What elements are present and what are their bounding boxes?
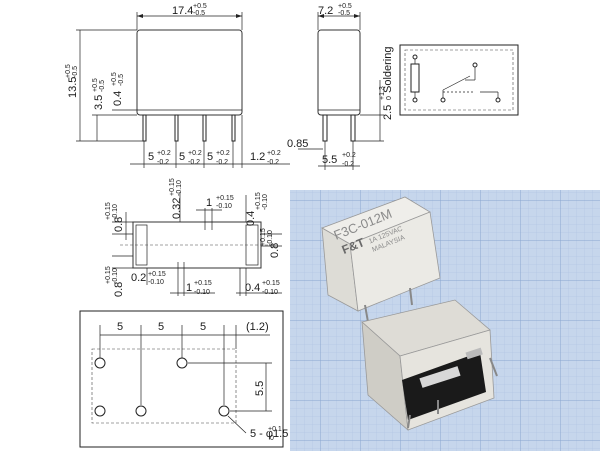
solder-tol-plus: +1.3 [379, 86, 386, 100]
pin-span-tol-plus: +0.2 [342, 152, 356, 159]
side-width-tol-plus: +0.5 [338, 3, 352, 10]
bottom-bottom-width: 1 [186, 282, 192, 294]
side-view: 7.2 +0.5 -0.5 0.85 5.5 +0.2 -0.2 2.5 +1.… [287, 3, 394, 170]
pin [202, 114, 207, 142]
bottom-left-top-tol-plus: +0.15 [105, 202, 112, 220]
schematic [399, 44, 519, 116]
front-standoff-tol-plus: +0.5 [111, 72, 118, 86]
bottom-left-top: 0.8 [113, 217, 125, 232]
side-width-tol-minus: -0.5 [338, 10, 350, 17]
bottom-bottom-width-tol-minus: -0.10 [194, 289, 210, 296]
pcb-hole [218, 405, 230, 417]
pin [322, 114, 328, 142]
contact-no [495, 97, 501, 103]
pcb-hole-spec: 5 - φ1.5 [250, 428, 288, 440]
pcb-edge: (1.2) [246, 321, 269, 333]
contact-com [440, 97, 446, 103]
relay-photo: F3C-012M F&T 1A 125VAC MALAYSIA [290, 190, 600, 451]
relay-bottom-up [361, 299, 498, 431]
bottom-top-width-tol-plus: +0.15 [216, 195, 234, 202]
bottom-right-bottom-tol-plus: +0.15 [262, 280, 280, 287]
front-pin-length: 3.5 [93, 95, 105, 110]
pin [174, 114, 179, 142]
pcb-frame [79, 310, 284, 448]
front-height: 13.5 [67, 77, 79, 98]
pitch-3-tol-minus: -0.2 [216, 159, 228, 166]
front-pin-length-tol-minus: -0.5 [99, 80, 106, 92]
front-width: 17.4 [172, 5, 193, 17]
pitch-1: 5 [148, 151, 154, 163]
relay-body-side [317, 29, 361, 116]
bottom-view: 0.8 +0.15 -0.10 0.32 +0.15 -0.10 1 +0.15… [105, 178, 282, 297]
coil-pin-top [412, 54, 418, 60]
pcb-hole [135, 405, 147, 417]
bottom-small-tol-minus: -0.10 [148, 279, 164, 286]
front-standoff-tol-minus: -0.5 [118, 74, 125, 86]
bottom-bottom-width-tol-plus: +0.15 [194, 280, 212, 287]
pcb-hole [94, 357, 106, 369]
front-pin-length-tol-plus: +0.5 [92, 78, 99, 92]
soldering-label: Soldering [382, 47, 394, 93]
bottom-left-top-tol-minus: -0.10 [112, 204, 119, 220]
schematic-frame [399, 44, 519, 116]
bottom-right-top-tol-minus: -0.10 [262, 194, 269, 210]
pin-span: 5.5 [322, 154, 337, 166]
pcb-pitch-2: 5 [158, 321, 164, 333]
pin [231, 114, 236, 142]
bottom-notch-tol-minus: -0.10 [176, 180, 183, 196]
contact-nc [472, 62, 478, 68]
pcb-pitch-1: 5 [117, 321, 123, 333]
coil [410, 63, 420, 93]
edge-tol-minus: -0.2 [267, 159, 279, 166]
bottom-right-mid: 0.8 [269, 243, 281, 258]
pcb-hole [94, 405, 106, 417]
pin [142, 114, 147, 142]
pitch-2-tol-plus: +0.2 [188, 150, 202, 157]
bottom-small: 0.2 [131, 272, 146, 284]
pcb-hole-tol-minus: 0 [270, 435, 274, 442]
bottom-small-tol-plus: +0.15 [148, 271, 166, 278]
bottom-right-top: 0.4 [245, 211, 257, 226]
solder-tol-minus: 0 [386, 96, 393, 100]
bottom-notch-tol-plus: +0.15 [169, 178, 176, 196]
bottom-right-mid-tol-plus: +0.15 [260, 228, 267, 246]
pitch-2-tol-minus: -0.2 [188, 159, 200, 166]
coil-pin-bottom [412, 97, 418, 103]
pcb-layout: 5 5 5 (1.2) 5.5 5 - φ1.5 +0.1 0 [79, 310, 288, 448]
front-width-tol-plus: +0.5 [193, 3, 207, 10]
bottom-top-width-tol-minus: -0.10 [216, 203, 232, 210]
bottom-notch: 0.32 [171, 198, 183, 219]
side-width: 7.2 [318, 5, 333, 17]
pin [350, 114, 356, 142]
relay-body-front [136, 29, 243, 116]
front-height-tol-minus: -0.5 [72, 66, 79, 78]
bottom-left-bottom-tol-plus: +0.15 [105, 266, 112, 284]
pin-thickness: 0.85 [287, 138, 308, 150]
front-width-tol-minus: -0.5 [193, 10, 205, 17]
bottom-left-bottom: 0.8 [113, 282, 125, 297]
pcb-pitch-3: 5 [200, 321, 206, 333]
bottom-right-top-tol-plus: +0.15 [255, 192, 262, 210]
pcb-row-spacing: 5.5 [254, 381, 266, 396]
edge-distance: 1.2 [250, 151, 265, 163]
pcb-hole-tol-plus: +0.1 [268, 426, 282, 433]
pitch-1-tol-plus: +0.2 [157, 150, 171, 157]
bottom-right-bottom-tol-minus: -0.10 [262, 289, 278, 296]
front-standoff: 0.4 [112, 91, 124, 106]
pitch-1-tol-minus: -0.2 [157, 159, 169, 166]
bottom-left-bottom-tol-minus: -0.10 [112, 268, 119, 284]
front-height-tol-plus: +0.5 [65, 64, 72, 78]
front-view: 17.4 +0.5 -0.5 13.5 +0.5 -0.5 3.5 +0.5 -… [65, 3, 290, 168]
bottom-right-mid-tol-minus: -0.10 [267, 230, 274, 246]
pitch-3-tol-plus: +0.2 [216, 150, 230, 157]
pcb-hole [176, 357, 188, 369]
edge-tol-plus: +0.2 [267, 150, 281, 157]
pitch-3: 5 [207, 151, 213, 163]
pin-span-tol-minus: -0.2 [342, 161, 354, 168]
bottom-top-width: 1 [206, 197, 212, 209]
pitch-2: 5 [179, 151, 185, 163]
bottom-right-bottom: 0.4 [245, 282, 260, 294]
solder-length: 2.5 [382, 105, 394, 120]
